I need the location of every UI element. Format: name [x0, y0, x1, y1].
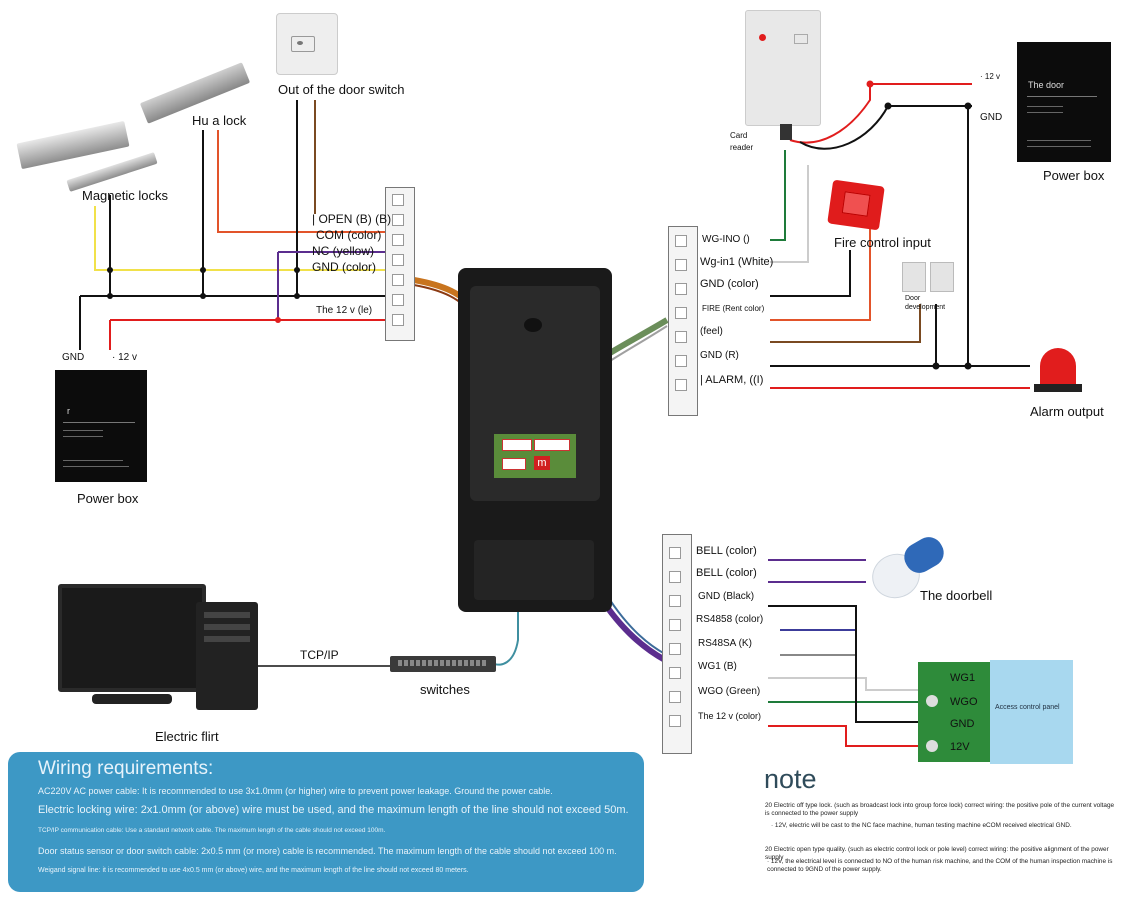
note-title: note — [764, 764, 817, 794]
wiring-heading: Wiring requirements: — [38, 758, 214, 779]
note-line-4: · 12V, the electrical level is connected… — [767, 858, 1113, 873]
power-left-12v: · 12 v — [112, 352, 138, 363]
note-line-3: 20 Electric open type quality. (such as … — [765, 846, 1109, 861]
access-panel-terminal — [918, 662, 990, 762]
magnetic-locks-label: Magnetic locks — [82, 188, 168, 203]
wiring-line-3: TCP/IP communication cable: Use a standa… — [38, 827, 386, 834]
door-switch-icon — [276, 13, 338, 75]
wiring-line-1: AC220V AC power cable: It is recommended… — [38, 786, 553, 796]
left-terminal-nc: NC (yellow) — [312, 244, 375, 258]
power-box-right-door: The door — [1028, 80, 1065, 90]
rb-terminal-gnd: GND (Black) — [698, 591, 755, 602]
left-terminal-gnd: GND (color) — [312, 260, 377, 274]
rt-terminal-feel: (feel) — [700, 326, 723, 337]
alarm-light-base — [1034, 384, 1082, 392]
panel-12v: 12V — [950, 741, 970, 753]
power-right-gnd: GND — [980, 112, 1003, 123]
wiring-line-2: Electric locking wire: 2x1.0mm (or above… — [38, 804, 629, 816]
board-mark: m — [534, 456, 550, 470]
wiring-requirements-panel: Wiring requirements: AC220V AC power cab… — [8, 752, 644, 892]
note-line-1: 20 Electric off type lock. (such as broa… — [765, 802, 1115, 817]
note-line-2: · 12V, electric will be cast to the NC f… — [771, 822, 1072, 829]
power-box-left-letter: r — [67, 406, 70, 416]
wiring-line-5: Weigand signal line: it is recommended t… — [38, 867, 469, 874]
network-switch-icon — [390, 656, 496, 672]
rb-terminal-12v: The 12 v (color) — [698, 711, 762, 721]
rb-terminal-bell2: BELL (color) — [696, 567, 757, 579]
right-top-terminal-block — [668, 226, 698, 416]
power-right-12v: · 12 v — [980, 72, 1001, 81]
power-box-left-label: Power box — [77, 491, 139, 506]
fire-control-label: Fire control input — [834, 235, 931, 250]
rt-terminal-fire: FIRE (Rent color) — [702, 304, 765, 313]
controller-board: m — [494, 434, 576, 478]
door-sensor-icon — [902, 262, 926, 292]
panel-wg1: WG1 — [950, 672, 976, 684]
pc-tower-icon — [196, 602, 258, 710]
left-terminal-block — [385, 187, 415, 341]
rb-terminal-wgo: WGO (Green) — [698, 686, 761, 697]
card-reader-plug — [780, 124, 792, 140]
access-panel-bg: Access control panel — [990, 660, 1073, 764]
alarm-light-icon — [1040, 348, 1076, 386]
door-switch-label: Out of the door switch — [278, 82, 405, 97]
door-development-label: Door development — [905, 295, 946, 311]
right-bottom-terminal-block — [662, 534, 692, 754]
alarm-output-label: Alarm output — [1030, 404, 1104, 419]
power-box-left-icon: r — [55, 370, 147, 482]
doorbell-label: The doorbell — [920, 588, 993, 603]
door-sensor-magnet-icon — [930, 262, 954, 292]
power-box-right-icon: The door — [1017, 42, 1111, 162]
rt-terminal-gndr: GND (R) — [700, 350, 739, 361]
rt-terminal-gnd: GND (color) — [700, 278, 759, 290]
monitor-stand-icon — [92, 694, 172, 704]
card-reader-icon — [745, 10, 821, 126]
rt-terminal-wgin1: Wg-in1 (White) — [700, 256, 774, 268]
monitor-icon — [58, 584, 206, 692]
rb-terminal-wg1: WG1 (B) — [698, 661, 737, 672]
access-panel-label: Access control panel — [995, 704, 1060, 711]
switch-label: switches — [420, 682, 470, 697]
left-terminal-com: COM (color) — [316, 228, 382, 242]
rt-terminal-wgin0: WG-INO () — [702, 234, 750, 245]
power-box-right-label: Power box — [1043, 168, 1105, 183]
rb-terminal-rs48sa: RS48SA (K) — [698, 638, 752, 649]
panel-wgo: WGO — [950, 696, 978, 708]
panel-gnd: GND — [950, 718, 975, 730]
rb-terminal-bell1: BELL (color) — [696, 545, 757, 557]
fire-alarm-icon — [827, 179, 885, 231]
rb-terminal-rs4858: RS4858 (color) — [696, 614, 764, 625]
computer-label: Electric flirt — [155, 729, 219, 744]
tcpip-label: TCP/IP — [300, 648, 339, 662]
power-left-gnd: GND — [62, 352, 85, 363]
hu-lock-label: Hu a lock — [192, 113, 247, 128]
wiring-line-4: Door status sensor or door switch cable:… — [38, 846, 617, 856]
left-terminal-open: | OPEN (B) (B) — [312, 212, 392, 226]
left-terminal-12v: The 12 v (le) — [316, 305, 373, 316]
rt-terminal-alarm: | ALARM, ((I) — [700, 374, 764, 386]
card-reader-label: Card reader — [730, 131, 754, 152]
